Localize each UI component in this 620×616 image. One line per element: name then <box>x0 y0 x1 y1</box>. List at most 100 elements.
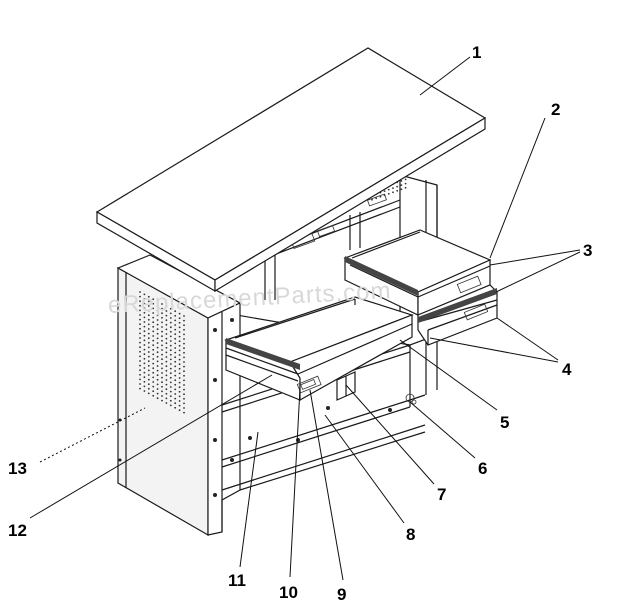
perforation-dot <box>165 346 168 349</box>
perforation-dot <box>169 312 172 315</box>
perforation-dot <box>178 331 181 333</box>
perforation-dot <box>156 305 159 308</box>
perforation-dot <box>400 180 403 182</box>
perforation-dot <box>183 374 185 377</box>
perforation-dot <box>165 319 168 322</box>
perforation-dot <box>156 351 159 354</box>
perforation-dot <box>156 300 159 303</box>
perforation-dot <box>174 383 177 386</box>
perforation-dot <box>375 197 378 200</box>
perforation-dot <box>143 302 146 305</box>
perforation-dot <box>165 392 168 395</box>
perforation-dot <box>174 406 177 409</box>
perforation-dot <box>147 374 150 376</box>
perforation-dot <box>143 357 146 360</box>
perforation-dot <box>152 394 155 397</box>
perforation-dot <box>183 347 185 350</box>
perforation-dot <box>161 335 163 338</box>
left-side-panel <box>116 254 242 537</box>
perforation-dot <box>169 321 172 324</box>
perforation-dot <box>165 342 168 345</box>
perforation-dot <box>143 367 146 369</box>
perforation-dot <box>139 341 141 344</box>
perforation-dot <box>174 402 177 405</box>
perforation-dot <box>139 378 141 381</box>
perforation-dot <box>147 341 150 344</box>
perforation-dot <box>143 330 146 333</box>
perforation-dot <box>139 337 141 339</box>
perforation-dot <box>165 360 168 363</box>
perforation-dot <box>183 397 185 400</box>
perforation-dot <box>147 295 150 298</box>
perforation-dot <box>161 376 163 379</box>
callout-13: 13 <box>8 459 27 478</box>
perforation-dot <box>143 325 146 328</box>
perforation-dot <box>143 348 146 351</box>
perforation-dot <box>174 314 177 317</box>
perforation-dot <box>156 328 159 331</box>
perforation-dot <box>174 379 177 382</box>
side-perforation-pattern <box>139 291 185 414</box>
perforation-dot <box>152 312 155 314</box>
perforation-dot <box>161 362 163 365</box>
perforation-dot <box>156 319 159 321</box>
perforation-dot <box>152 321 155 324</box>
perforation-dot <box>178 349 181 352</box>
perforation-dot <box>169 358 172 361</box>
perforation-dot <box>139 309 141 312</box>
perforation-dot <box>156 346 159 349</box>
perforation-dot <box>147 369 150 372</box>
perforation-dot <box>183 319 185 322</box>
perforation-dot <box>143 376 146 379</box>
perforation-dot <box>161 339 163 342</box>
perforation-dot <box>169 340 172 342</box>
perforation-dot <box>178 381 181 384</box>
callout-9: 9 <box>337 585 346 604</box>
perforation-dot <box>152 348 155 351</box>
perforation-dot <box>139 300 141 303</box>
perforation-dot <box>178 367 181 370</box>
perforation-dot <box>139 360 141 362</box>
perforation-dot <box>169 317 172 319</box>
perforation-dot <box>178 386 181 389</box>
callout-4: 4 <box>562 360 572 379</box>
perforation-dot <box>147 360 150 363</box>
perforation-dot <box>183 384 185 386</box>
perforation-dot <box>152 339 155 342</box>
small-drawer-upper <box>343 229 492 316</box>
perforation-dot <box>174 342 177 345</box>
perforation-dot <box>161 367 163 370</box>
perforation-dot <box>139 332 141 335</box>
perforation-dot <box>161 312 163 315</box>
perforation-dot <box>178 390 181 393</box>
perforation-dot <box>152 330 155 333</box>
perforation-dot <box>156 383 159 386</box>
perforation-dot <box>174 310 177 313</box>
perforation-dot <box>139 291 141 293</box>
perforation-dot <box>383 190 386 193</box>
perforation-dot <box>147 318 150 321</box>
perforation-dot <box>174 328 177 331</box>
perforation-dot <box>147 332 150 335</box>
perforation-dot <box>152 390 155 393</box>
perforation-dot <box>178 344 181 347</box>
perforation-dot <box>143 339 146 342</box>
perforation-dot <box>165 365 168 368</box>
perforation-dot <box>152 362 155 365</box>
perforation-dot <box>161 399 163 402</box>
perforation-dot <box>174 351 177 354</box>
perforation-dot <box>183 333 185 336</box>
perforation-dot <box>161 390 163 393</box>
perforation-dot <box>143 353 146 356</box>
perforation-dot <box>152 385 155 388</box>
perforation-dot <box>183 407 185 409</box>
perforation-dot <box>156 388 159 390</box>
perforation-dot <box>169 376 172 379</box>
perforation-dot <box>174 324 177 326</box>
perforation-dot <box>178 317 181 320</box>
perforation-dot <box>169 399 172 402</box>
perforation-dot <box>169 381 172 384</box>
perforation-dot <box>169 335 172 338</box>
perforation-dot <box>165 310 168 312</box>
perforation-dot <box>139 295 141 298</box>
